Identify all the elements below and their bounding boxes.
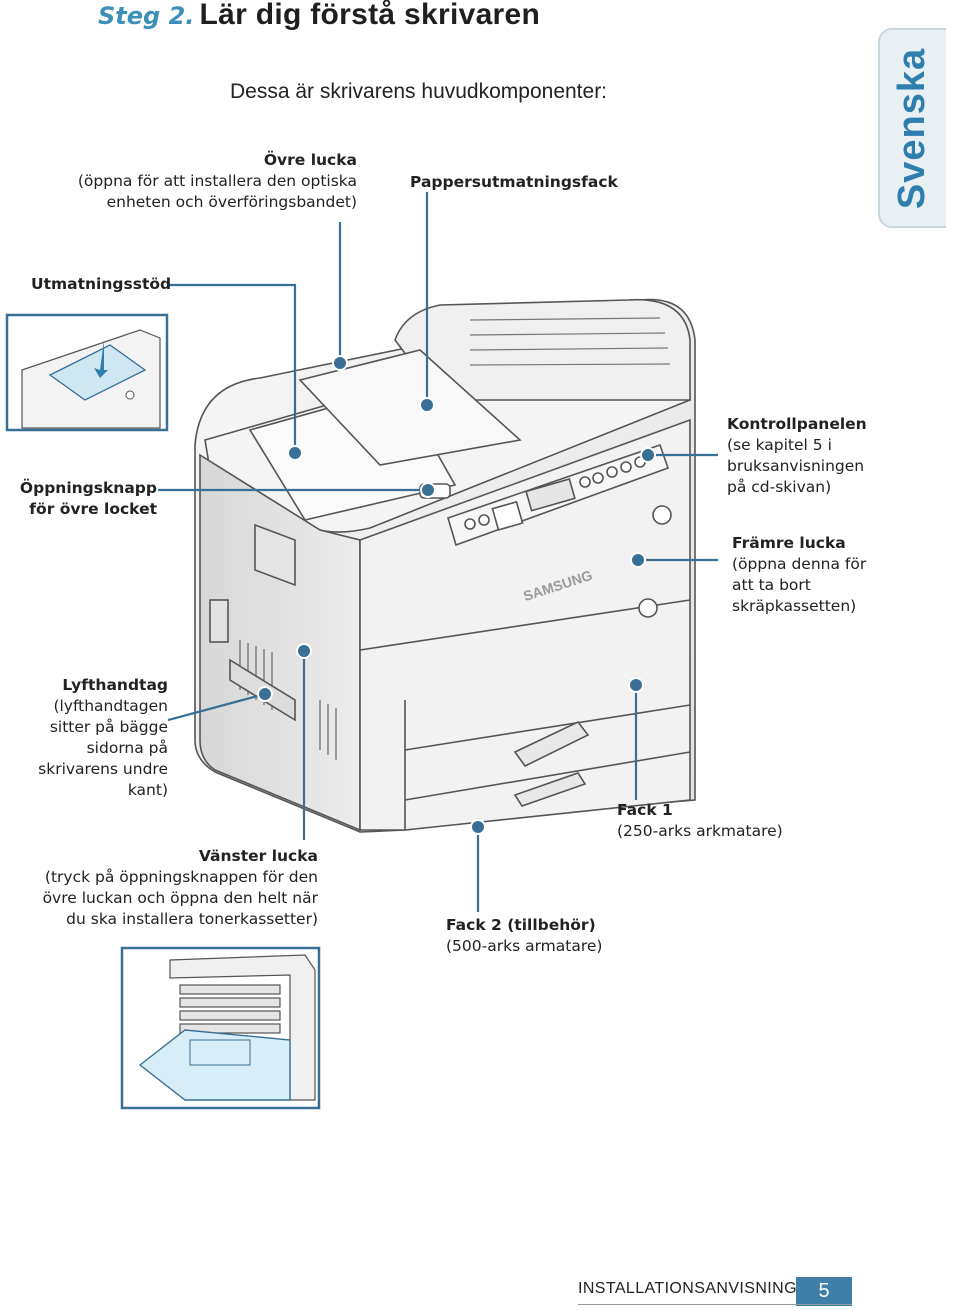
label-lyfthandtag-line5: kant) (127, 781, 168, 799)
label-ovre-lucka-title: Övre lucka (263, 151, 357, 169)
label-vanster-lucka-line3: du ska installera tonerkassetter) (66, 910, 318, 928)
label-lyfthandtag: Lyfthandtag (lyfthandtagen sitter på bäg… (10, 675, 168, 801)
label-framre-lucka: Främre lucka (öppna denna för att ta bor… (732, 533, 866, 617)
label-fack2-line1: (500-arks armatare) (446, 937, 603, 955)
label-vanster-lucka-line1: (tryck på öppningsknappen för den (44, 868, 318, 886)
label-lyfthandtag-line1: (lyfthandtagen (53, 697, 168, 715)
page-header: Steg 2. Lär dig förstå skrivaren (98, 0, 540, 32)
label-utmatningsstod-title: Utmatningsstöd (31, 275, 172, 293)
label-vanster-lucka: Vänster lucka (tryck på öppningsknappen … (20, 846, 318, 930)
label-kontrollpanelen-line1: (se kapitel 5 i (727, 436, 832, 454)
page-title: Lär dig förstå skrivaren (199, 0, 541, 31)
label-ovre-lucka-line2: enheten och överföringsbandet) (106, 193, 357, 211)
label-vanster-lucka-line2: övre luckan och öppna den helt när (42, 889, 318, 907)
label-fack1-line1: (250-arks arkmatare) (617, 822, 783, 840)
label-kontrollpanelen: Kontrollpanelen (se kapitel 5 i bruksanv… (727, 414, 867, 498)
printer-body (194, 298, 696, 833)
page-number: 5 (796, 1277, 852, 1306)
label-vanster-lucka-title: Vänster lucka (198, 847, 318, 865)
callout-dots (257, 355, 656, 835)
label-utmatningsstod: Utmatningsstöd (31, 274, 171, 295)
label-framre-lucka-line2: att ta bort (732, 576, 811, 594)
callout-lines (158, 192, 718, 912)
label-framre-lucka-title: Främre lucka (732, 534, 846, 552)
label-lyfthandtag-line3: sidorna på (86, 739, 168, 757)
footer-title: INSTALLATIONSANVISNING (578, 1280, 797, 1297)
step-label: Steg 2. (98, 2, 195, 30)
intro-text: Dessa är skrivarens huvudkomponenter: (230, 80, 608, 103)
label-oppningsknapp: Öppningsknapp för övre locket (10, 478, 157, 520)
label-ovre-lucka-line1: (öppna för att installera den optiska (77, 172, 357, 190)
label-oppningsknapp-line1: Öppningsknapp (19, 479, 157, 497)
label-fack1: Fack 1 (250-arks arkmatare) (617, 800, 783, 842)
label-oppningsknapp-line2: för övre locket (29, 500, 157, 518)
label-kontrollpanelen-line2: bruksanvisningen (727, 457, 865, 475)
inset-left-door (120, 946, 321, 1110)
label-pappersutmatningsfack: Pappersutmatningsfack (410, 172, 618, 193)
label-lyfthandtag-line4: skrivarens undre (38, 760, 168, 778)
label-pappersutmatningsfack-title: Pappersutmatningsfack (410, 173, 618, 191)
label-fack2: Fack 2 (tillbehör) (500-arks armatare) (446, 915, 602, 957)
label-ovre-lucka: Övre lucka (öppna för att installera den… (60, 150, 357, 213)
label-framre-lucka-line3: skräpkassetten) (732, 597, 857, 615)
label-fack2-title: Fack 2 (tillbehör) (446, 916, 596, 934)
language-tab: Svenska (878, 28, 946, 228)
footer-rule (578, 1304, 852, 1305)
label-lyfthandtag-title: Lyfthandtag (62, 676, 168, 694)
label-fack1-title: Fack 1 (617, 801, 673, 819)
label-kontrollpanelen-title: Kontrollpanelen (727, 415, 867, 433)
label-kontrollpanelen-line3: på cd-skivan) (727, 478, 832, 496)
label-framre-lucka-line1: (öppna denna för (732, 555, 867, 573)
inset-output-support (5, 313, 169, 432)
label-lyfthandtag-line2: sitter på bägge (49, 718, 168, 736)
